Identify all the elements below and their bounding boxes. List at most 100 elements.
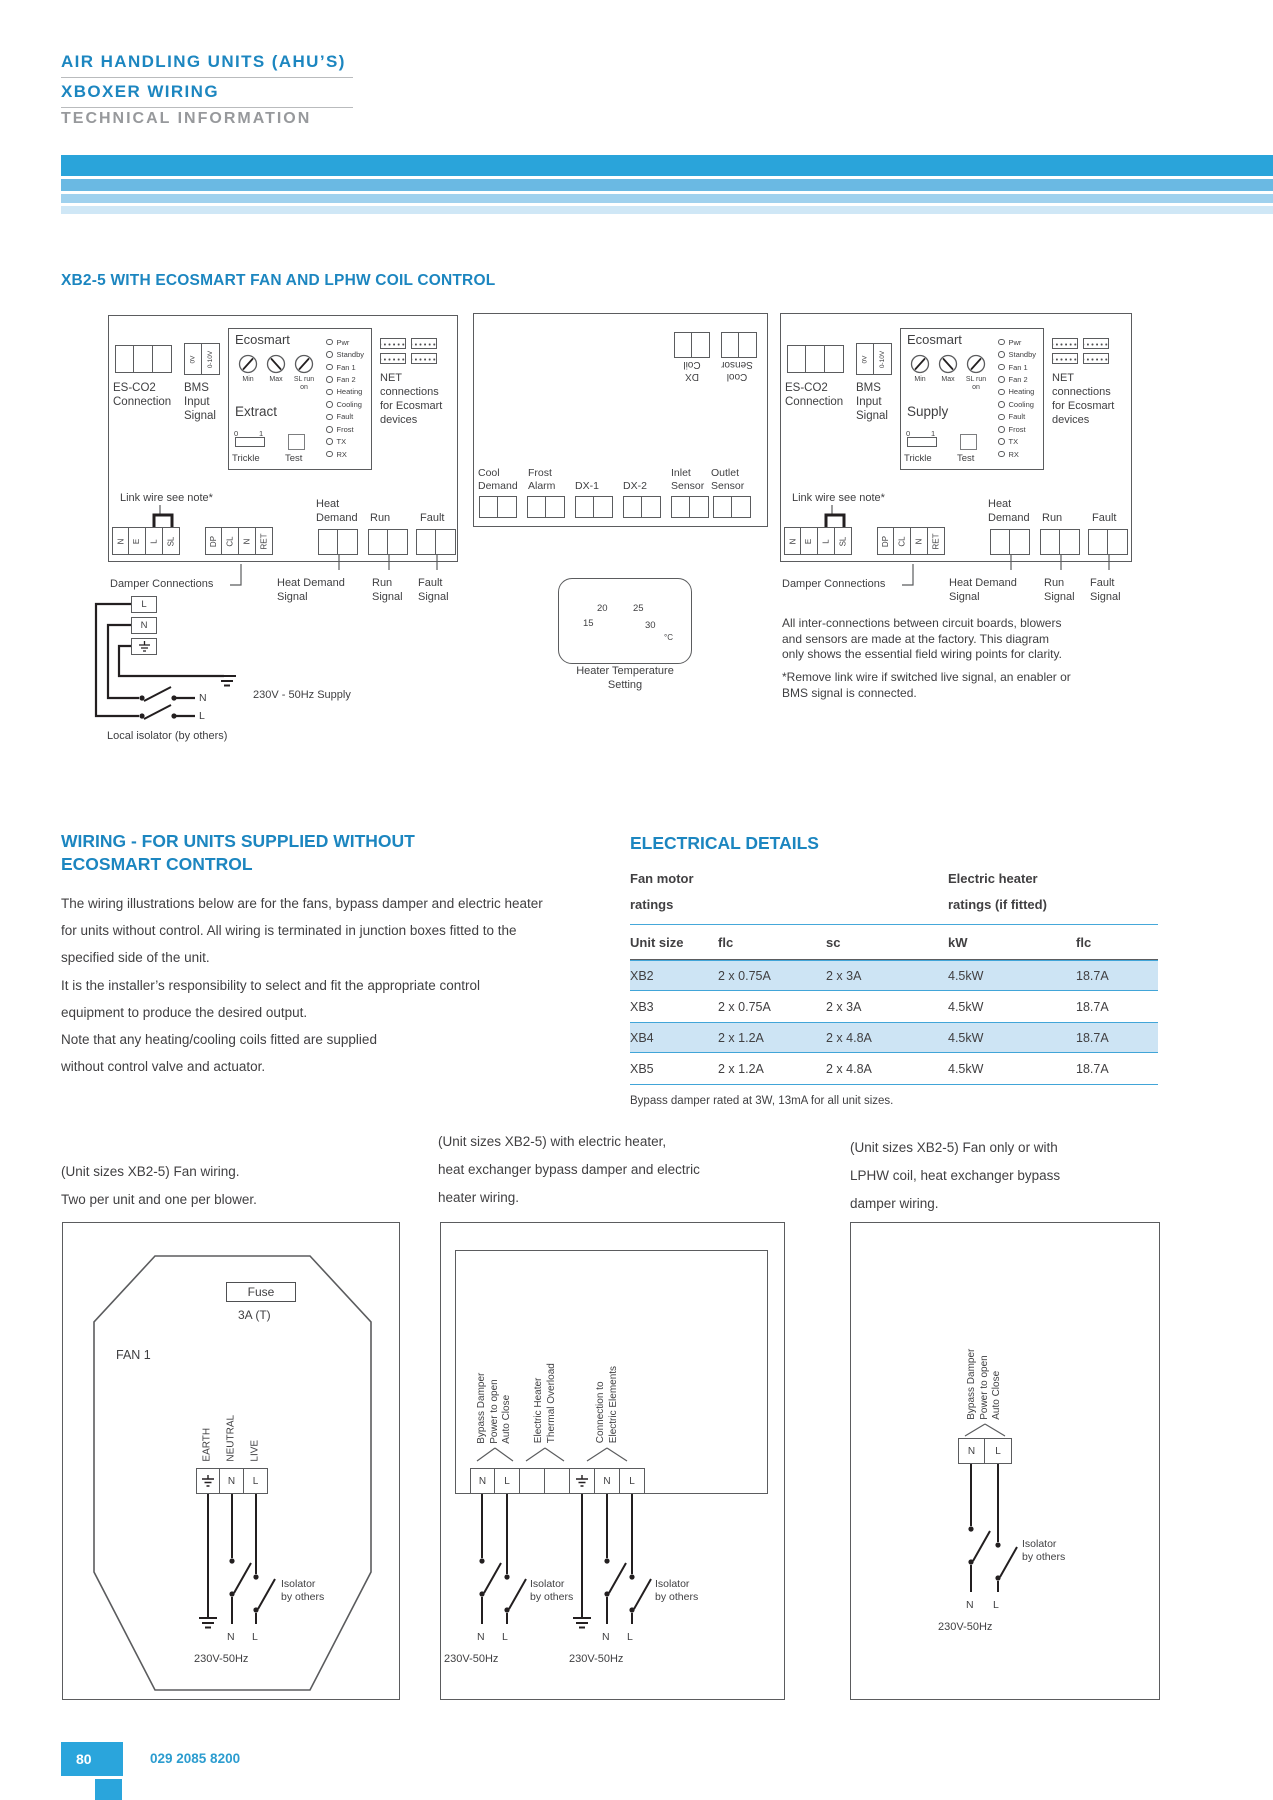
terminal-label: DP	[881, 535, 890, 547]
bms-cell-label: 0-10V	[207, 350, 215, 368]
live-terminal: L	[985, 1438, 1012, 1464]
dx1-label: DX-1	[575, 480, 599, 492]
led-row: Fan 2	[998, 373, 1036, 385]
terminal-cell: L	[146, 527, 163, 555]
damper-connections-label: Damper Connections	[110, 578, 214, 590]
led-row: Pwr	[998, 336, 1036, 348]
dial-unit: °C	[664, 633, 673, 642]
live-terminal: L	[620, 1468, 645, 1494]
led-indicator-icon	[998, 438, 1005, 445]
led-label: Fan 1	[1008, 362, 1028, 372]
led-row: Fan 1	[326, 361, 364, 373]
cell-kw: 4.5kW	[948, 968, 984, 983]
net-label: NET connections for Ecosmart devices	[380, 372, 443, 426]
page-title-line2: XBOXER WIRING	[61, 82, 219, 101]
terminal-cell	[436, 529, 456, 555]
dx1-terminals	[575, 496, 613, 518]
led-indicator-icon	[326, 413, 333, 421]
page-title-line1: AIR HANDLING UNITS (AHU’S)	[61, 52, 346, 71]
terminal-cell: E	[129, 527, 146, 555]
damper-earth-cell	[131, 638, 157, 655]
terminal-cell: N	[784, 527, 801, 555]
terminal-cell: N	[112, 527, 129, 555]
terminal-label: CL	[225, 535, 235, 547]
earth-icon	[576, 1475, 588, 1487]
electrical-details-table: Fan motor ratings Electric heater rating…	[630, 864, 1158, 1107]
cell-kw: 4.5kW	[948, 1030, 984, 1045]
damper-terminal-block: N L	[958, 1438, 1012, 1464]
run-label: Run	[1042, 512, 1063, 524]
terminal-cell	[739, 332, 757, 358]
live-terminal: L	[495, 1468, 520, 1494]
factory-note: All inter-connections between circuit bo…	[782, 616, 1062, 661]
cell-flc2: 18.7A	[1076, 968, 1109, 983]
net-connector-icon	[411, 353, 437, 364]
bypass-damper-rotated-label: Bypass Damper Power to open Auto Close	[966, 1348, 1003, 1420]
cell-sc: 2 x 3A	[826, 968, 862, 983]
cell-kw: 4.5kW	[948, 1061, 984, 1076]
cell-flc2: 18.7A	[1076, 1061, 1109, 1076]
led-row: Frost	[998, 423, 1036, 435]
terminal-label: N	[603, 1475, 611, 1487]
terminal-label: L	[504, 1475, 510, 1487]
net-connector-icon	[411, 338, 437, 349]
terminal-cell: E	[801, 527, 818, 555]
electric-heater-group: Electric heater ratings (if fitted)	[948, 871, 1047, 912]
terminal-label: L	[995, 1445, 1001, 1457]
led-row: RX	[326, 448, 364, 460]
net-connector-icon	[1052, 353, 1078, 364]
caption-electric-heater: (Unit sizes XB2-5) with electric heater,…	[438, 1134, 700, 1205]
terminal-cell	[134, 345, 153, 373]
bms-terminal-cell: 0V	[184, 343, 202, 375]
cell-unit: XB3	[630, 999, 654, 1014]
l-label: L	[252, 1631, 258, 1643]
col-flc: flc	[718, 935, 734, 950]
heat-demand-signal-label: Heat Demand Signal	[949, 577, 1017, 603]
esco2-terminal-block	[787, 345, 844, 373]
frost-alarm-label: Frost Alarm	[528, 467, 556, 492]
dial-slrun-label: SL run on	[965, 376, 987, 391]
terminal-cell	[674, 332, 692, 358]
ecosmart-module-box	[228, 328, 372, 470]
trickle-slider	[235, 437, 265, 447]
run-signal-label: Run Signal	[372, 577, 403, 603]
run-terminals	[1040, 529, 1080, 555]
earth-icon	[138, 640, 150, 652]
terminal-label: N	[967, 1445, 976, 1457]
led-label: Fan 2	[336, 375, 356, 385]
test-button	[288, 434, 305, 450]
led-label: TX	[1008, 437, 1019, 447]
supply-label: Supply	[907, 404, 949, 419]
earth-rotated-label: EARTH	[201, 1427, 213, 1462]
bms-cell-label: 0-10V	[879, 350, 887, 368]
led-status-column: Pwr Standby Fan 1 Fan 2 Heating Cooling …	[326, 336, 364, 460]
voltage-label: 230V-50Hz	[938, 1621, 993, 1633]
remove-link-note: *Remove link wire if switched live signa…	[782, 670, 1071, 700]
terminal-label: E	[804, 538, 814, 544]
net-connector-icon	[1052, 338, 1078, 349]
live-terminal-label: L	[141, 599, 147, 610]
terminal-cell: L	[818, 527, 835, 555]
led-label: Heating	[336, 387, 363, 397]
test-label: Test	[285, 453, 303, 464]
test-button	[960, 434, 977, 450]
outlet-sensor-terminals	[713, 496, 751, 518]
col-flc2: flc	[1076, 935, 1092, 950]
lphw-wiring-box	[850, 1222, 1160, 1700]
led-row: Fault	[998, 411, 1036, 423]
led-row: Fan 2	[326, 373, 364, 385]
net-connector-icon	[380, 338, 406, 349]
table-row: XB3 2 x 0.75A 2 x 3A 4.5kW 18.7A	[630, 991, 1158, 1022]
table-row: XB5 2 x 1.2A 2 x 4.8A 4.5kW 18.7A	[630, 1053, 1158, 1084]
led-indicator-icon	[326, 388, 333, 396]
accent-bar-2	[61, 179, 1273, 191]
led-indicator-icon	[998, 376, 1005, 383]
led-status-column: Pwr Standby Fan 1 Fan 2 Heating Cooling …	[998, 336, 1036, 460]
trickle-label: Trickle	[232, 453, 260, 464]
heater-temperature-dial-box	[558, 578, 692, 664]
live-rotated-label: LIVE	[249, 1439, 261, 1462]
led-indicator-icon	[326, 450, 333, 458]
led-label: Fault	[336, 412, 354, 422]
terminal-cell: N	[239, 527, 256, 555]
terminal-label: N	[788, 538, 797, 544]
